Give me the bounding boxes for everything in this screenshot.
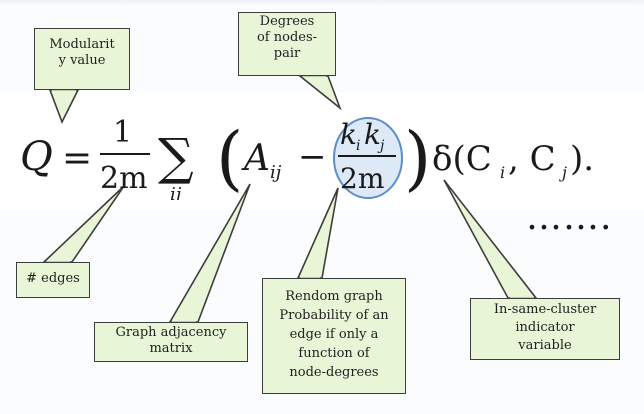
formula-k2-subscript: j (377, 138, 385, 154)
modularity-formula: Q = 1 2m ∑ ij ( A ij − k i k j 2m ) δ(C … (20, 115, 594, 200)
formula-close-paren: ) (404, 117, 431, 199)
formula-k1: k (340, 118, 357, 151)
random-graph-pointer (296, 187, 339, 279)
ellipsis: ……. (526, 197, 613, 238)
formula-k1-subscript: i (356, 138, 360, 154)
random-graph-callout: Rendom graph Probability of an edge if o… (262, 278, 406, 394)
formula-minus: − (298, 137, 327, 177)
slide-top-band (0, 0, 644, 6)
formula-a-subscript: ij (270, 162, 282, 183)
modularity-callout: Modularit y value (34, 28, 130, 90)
formula-open-paren: ( (216, 117, 243, 199)
formula-sum: ∑ (158, 128, 194, 186)
formula-fraction-numerator: 1 (113, 115, 132, 150)
formula-delta: δ(C (432, 139, 492, 179)
indicator-callout: In-same-cluster indicator variable (470, 298, 620, 360)
formula-fraction-denominator: 2m (100, 161, 148, 196)
formula-a: A (241, 138, 270, 179)
formula-delta-j: j (559, 163, 567, 182)
expected-edges-highlight (333, 117, 403, 199)
degrees-callout: Degrees of nodes- pair (238, 12, 336, 76)
formula-q: Q (20, 134, 53, 180)
formula-band (0, 92, 644, 210)
adjacency-pointer (168, 183, 251, 323)
formula-delta-mid: , C (508, 139, 556, 179)
edges-callout: # edges (16, 262, 90, 298)
formula-equals: = (62, 138, 92, 179)
degrees-pointer (297, 75, 342, 111)
adjacency-callout: Graph adjacency matrix (94, 322, 248, 362)
formula-sum-index: ij (170, 184, 182, 200)
formula-k2: k (364, 118, 381, 151)
formula-delta-end: ). (570, 139, 594, 179)
formula-kk-denominator: 2m (340, 162, 384, 195)
formula-delta-i: i (500, 163, 505, 182)
